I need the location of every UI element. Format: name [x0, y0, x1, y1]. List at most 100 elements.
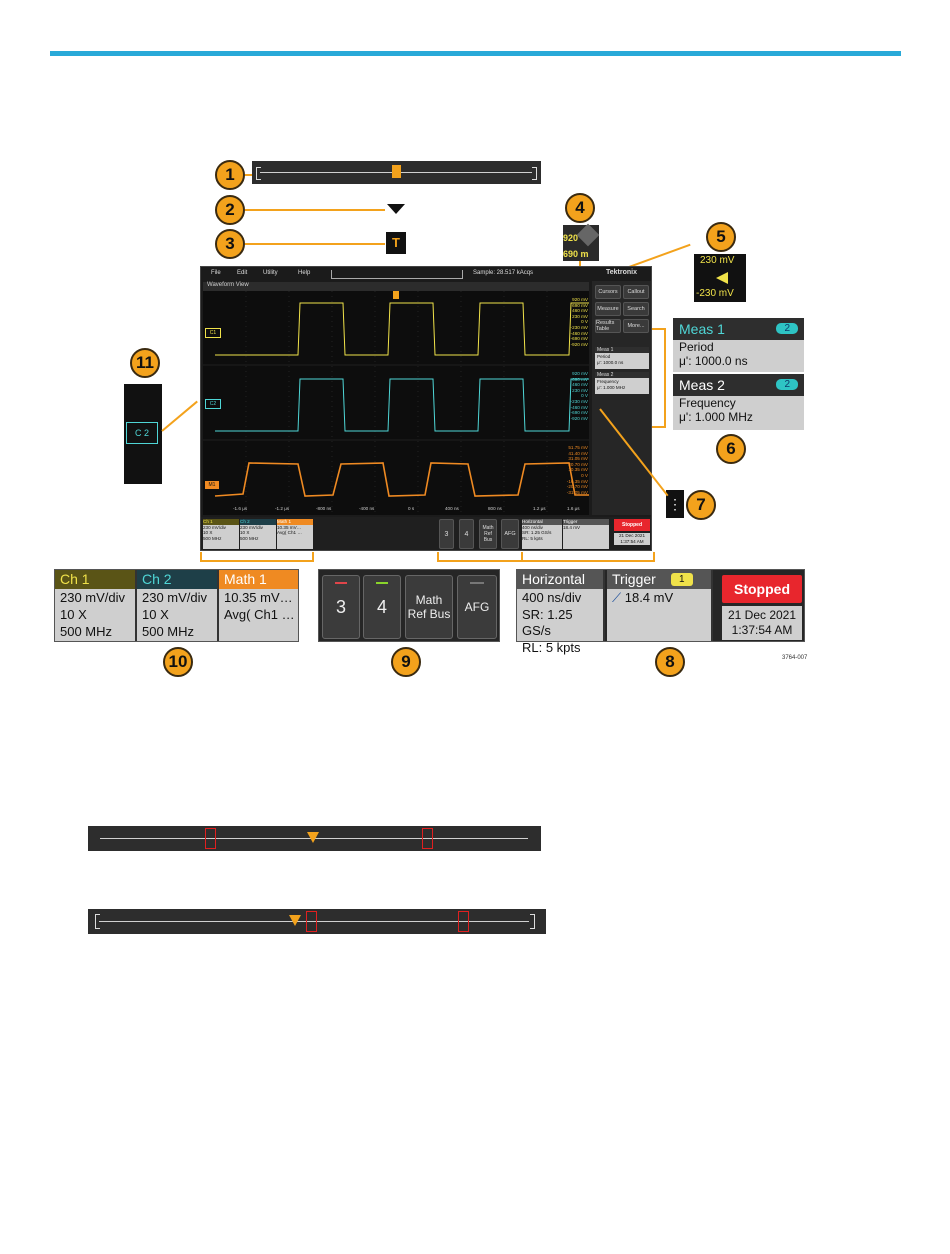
meas1-source-badge: 2	[776, 323, 798, 334]
ch2-probe: 10 X	[142, 607, 169, 622]
menu-edit[interactable]: Edit	[237, 270, 248, 276]
meas2-title: Meas 2	[679, 377, 725, 393]
horizontal-badge[interactable]: Horizontal 400 ns/div SR: 1.25 GS/s RL: …	[517, 570, 605, 655]
afg-button-mini[interactable]: AFG	[501, 519, 519, 549]
ch1-scale-label: 460 mV	[572, 308, 588, 314]
ch2-handle[interactable]: C2	[205, 399, 221, 409]
ch1-badge-mini[interactable]: Ch 1 230 mV/div 10 X 500 MHz	[203, 519, 239, 549]
callout-8-bracket	[521, 552, 655, 562]
callout-2-leader	[245, 209, 385, 211]
menu-file[interactable]: File	[211, 270, 221, 276]
zoom-box-right[interactable]	[458, 911, 469, 932]
trigger-position-icon-1[interactable]	[307, 832, 319, 843]
ch1-scale-label: 690 mV	[572, 302, 588, 308]
ch1-probe: 10 X	[60, 607, 87, 622]
ch1-scale-label: 0 V	[581, 319, 588, 325]
mini-record-view[interactable]	[331, 270, 463, 279]
zoom-right-handle[interactable]	[422, 828, 433, 849]
meas2-badge[interactable]: Meas 2 Frequency μ': 1.000 MHz	[595, 372, 649, 394]
results-table-button[interactable]: Results Table	[595, 319, 621, 333]
record-right-bracket-2	[530, 914, 535, 929]
ch1-scale-label: -460 mV	[570, 330, 588, 336]
ch3-button[interactable]: 3	[322, 575, 360, 639]
callout-button[interactable]: Callout	[623, 285, 649, 299]
measure-button[interactable]: Measure	[595, 302, 621, 316]
meas1-badge[interactable]: Meas 1 Period μ': 1000.0 ns	[595, 347, 649, 369]
trigger-position-icon-2[interactable]	[289, 915, 301, 926]
meas1-badge-value: μ': 1000.0 ns	[597, 360, 624, 365]
menu-help[interactable]: Help	[298, 270, 311, 276]
math-scale-label: -31.05 mV	[566, 489, 588, 495]
math-trace	[214, 462, 589, 497]
ch1-scale-label: 230 mV	[572, 313, 588, 319]
math-scale-label: 41.40 mV	[568, 450, 588, 456]
run-stop-mini[interactable]: Stopped	[614, 519, 650, 531]
ch1-scale-label: -920 mV	[570, 341, 588, 347]
ch4-button[interactable]: 4	[363, 575, 401, 639]
ch2-scale-label: -920 mV	[570, 415, 588, 421]
menu-utility[interactable]: Utility	[263, 270, 278, 276]
zoom-box-left[interactable]	[306, 911, 317, 932]
zoom-left-handle[interactable]	[205, 828, 216, 849]
trigger-marker-icon[interactable]	[393, 291, 399, 299]
results-bar: Cursors Callout Measure Search Results T…	[592, 281, 651, 515]
ch1-handle[interactable]: C1	[205, 328, 221, 338]
wrench-icon	[576, 223, 600, 247]
more-menu-dots-icon[interactable]: ⋮	[666, 490, 684, 518]
ch2-handle-zoom: C 2	[126, 422, 158, 444]
afg-button[interactable]: AFG	[457, 575, 497, 639]
afg-button-label: AFG	[464, 600, 490, 614]
math1-badge-mini[interactable]: Math 1 10.35 mV… Avg( Ch1 …	[277, 519, 313, 549]
record-line-2	[99, 921, 529, 922]
channel-offset-icon	[716, 272, 728, 284]
callout-1-leader	[245, 174, 252, 176]
trigger-level: 18.4 mV	[624, 590, 674, 605]
cursors-button[interactable]: Cursors	[595, 285, 621, 299]
ch2-mini-scale: 230 mV/div	[240, 524, 263, 530]
settings-bar: Ch 1 230 mV/div 10 X 500 MHz Ch 2 230 mV…	[201, 517, 651, 550]
ch1-trace	[215, 302, 589, 356]
math1-badge[interactable]: Math 1 10.35 mV… Avg( Ch1 …	[219, 570, 298, 641]
date-time-badge[interactable]: 21 Dec 2021 1:37:54 AM	[722, 606, 802, 640]
horizontal-badge-mini[interactable]: Horizontal 400 ns/div SR: 1.25 GS/s RL: …	[522, 519, 562, 549]
trigger-position-icon[interactable]	[392, 165, 401, 178]
more-button[interactable]: More...	[623, 319, 649, 333]
ch2-badge-mini[interactable]: Ch 2 230 mV/div 10 X 500 MHz	[240, 519, 276, 549]
trigger-mini-level: 18.4 mV	[563, 524, 581, 530]
waveform-area[interactable]: C1 C2 M1 -1.6 μs -1.2 μs -800 ns -400 ns…	[203, 291, 589, 515]
callout-2: 2	[215, 195, 245, 225]
record-view-example-2[interactable]	[88, 909, 546, 934]
ch2-scale: 920 mV 690 mV 460 mV 230 mV 0 V -230 mV …	[560, 371, 588, 421]
math-ref-bus-button[interactable]: Math Ref Bus	[405, 575, 453, 639]
ch2-bw: 500 MHz	[142, 624, 195, 639]
ch2-badge[interactable]: Ch 2 230 mV/div 10 X 500 MHz	[137, 570, 219, 641]
waveform-record-view[interactable]	[252, 161, 541, 184]
horizontal-mini-sr: SR: 1.25 GS/s	[522, 530, 552, 536]
callout-4: 4	[565, 193, 595, 223]
zoom-scale-negative: -230 mV	[696, 288, 734, 299]
waveform-view-title: Waveform View	[203, 282, 589, 291]
channel-badges-zoom: Ch 1 230 mV/div 10 X 500 MHz Ch 2 230 mV…	[54, 569, 299, 642]
ch4-button-mini[interactable]: 4	[459, 519, 474, 549]
meas1-name: Period	[679, 340, 714, 354]
add-buttons-zoom: 3 4 Math Ref Bus AFG	[318, 569, 500, 642]
trigger-badge-mini[interactable]: Trigger 18.4 mV	[563, 519, 609, 549]
search-button[interactable]: Search	[623, 302, 649, 316]
math-ref-bus-button-mini[interactable]: Math Ref Bus	[479, 519, 497, 549]
math1-handle[interactable]: M1	[205, 481, 219, 489]
callout-11: 11	[130, 348, 160, 378]
meas1-value: μ': 1000.0 ns	[679, 354, 748, 368]
run-stop-button[interactable]: Stopped	[722, 575, 802, 603]
math-scale-label: -20.70 mV	[566, 484, 588, 490]
math-scale-label: 31.05 mV	[568, 456, 588, 462]
record-view-example-1[interactable]	[88, 826, 541, 851]
callout-6-bracket	[652, 328, 666, 428]
ch1-mini-scale: 230 mV/div	[203, 524, 226, 530]
ch3-button-mini[interactable]: 3	[439, 519, 454, 549]
sample-readout: Sample: 28.517 kAcqs	[473, 270, 534, 276]
zoom-scale-bottom: 690 m	[563, 249, 589, 259]
ch1-badge[interactable]: Ch 1 230 mV/div 10 X 500 MHz	[55, 570, 137, 641]
